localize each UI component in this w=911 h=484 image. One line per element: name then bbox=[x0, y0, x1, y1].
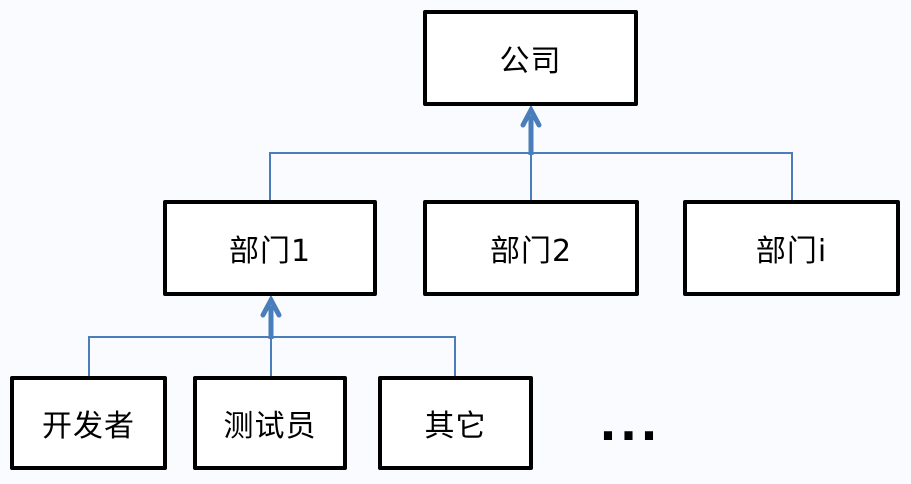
edge-company-arrowhead bbox=[520, 104, 542, 128]
node-tester: 测试员 bbox=[193, 376, 347, 470]
node-developer: 开发者 bbox=[10, 376, 167, 470]
edge-dept1-arrowhead bbox=[260, 294, 282, 318]
node-dept-1: 部门1 bbox=[163, 200, 377, 296]
more-roles-ellipsis: ... bbox=[599, 397, 661, 451]
node-other: 其它 bbox=[378, 376, 533, 470]
node-dept-2: 部门2 bbox=[423, 200, 639, 296]
node-dept-i: 部门i bbox=[683, 200, 900, 296]
node-company: 公司 bbox=[423, 10, 638, 106]
